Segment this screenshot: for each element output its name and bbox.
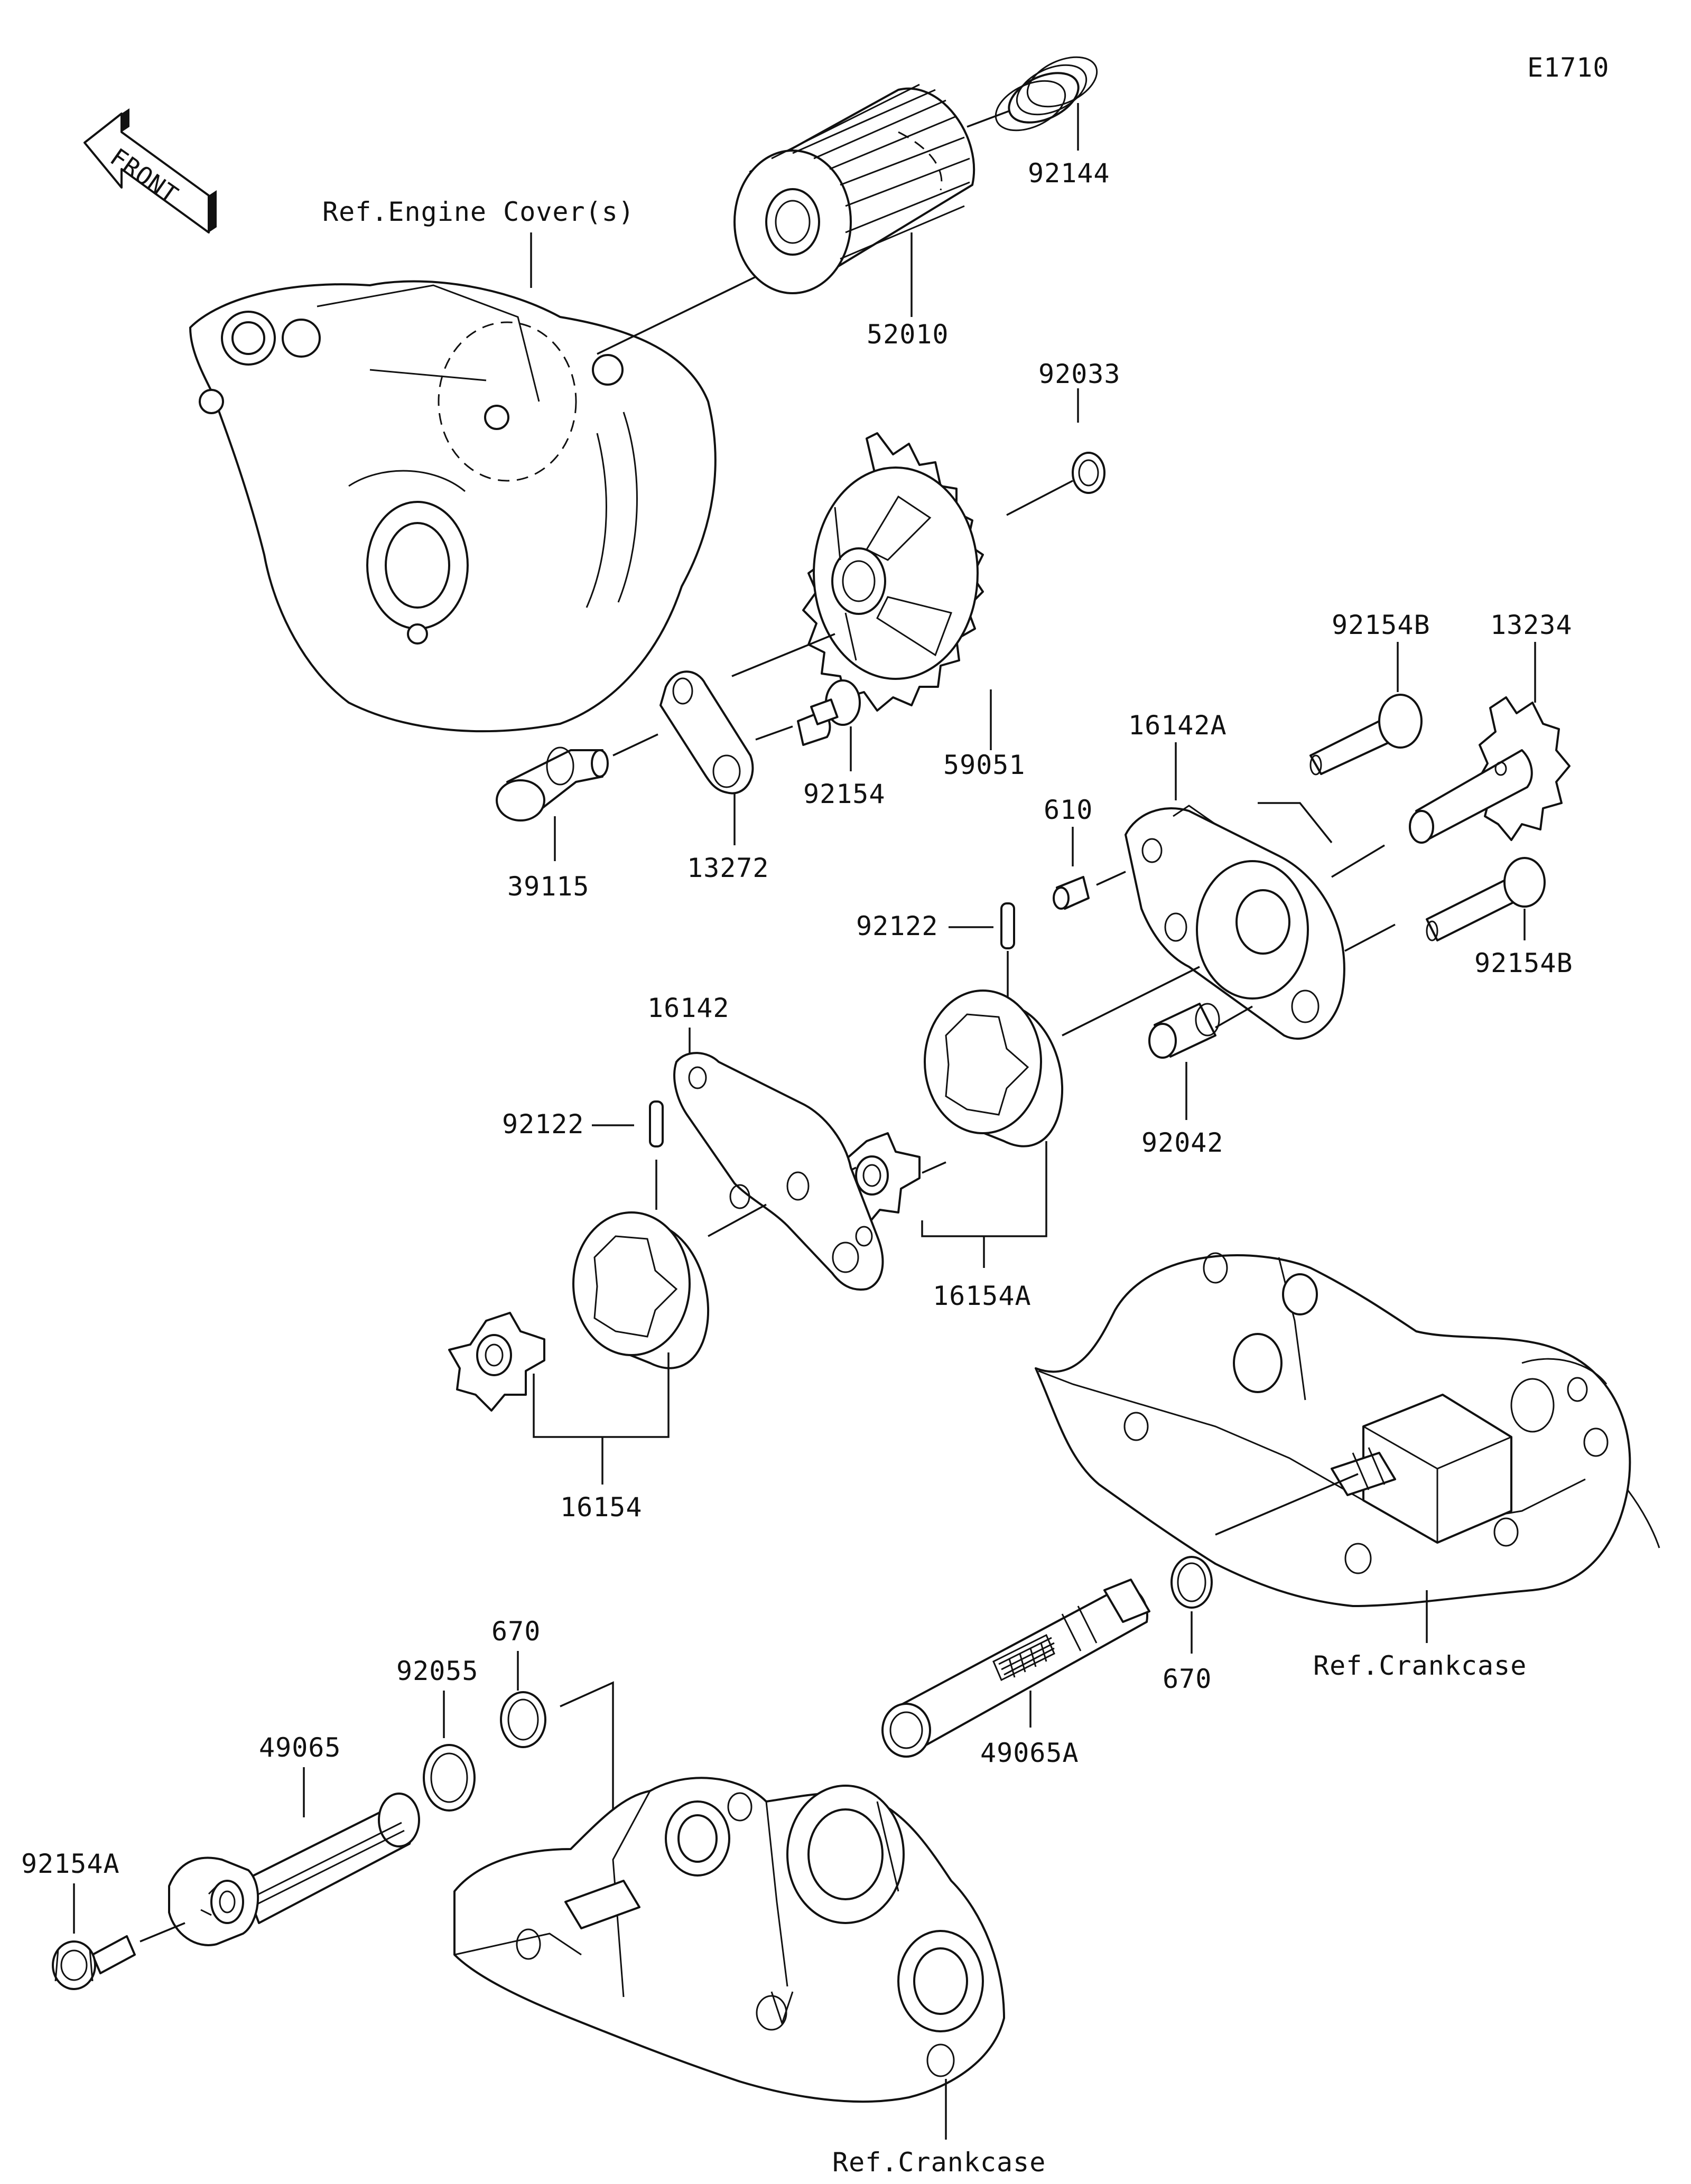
- spring-drawing: [995, 56, 1098, 132]
- front-arrow-icon: FRONT: [83, 108, 217, 234]
- part-92055: 92055: [396, 1656, 479, 1686]
- o-ring-670-right-drawing: [1170, 1556, 1213, 1609]
- part-13234: 13234: [1490, 610, 1573, 640]
- part-16154: 16154: [560, 1492, 643, 1523]
- part-92042: 92042: [1141, 1127, 1224, 1158]
- part-92144: 92144: [1028, 158, 1110, 189]
- part-39115: 39115: [507, 871, 590, 902]
- part-59051: 59051: [943, 750, 1026, 780]
- plate-16142-drawing: [673, 1052, 884, 1291]
- ref-engine-cover-label: Ref.Engine Cover(s): [322, 197, 635, 227]
- pump-cover-16142A-drawing: [1125, 805, 1345, 1040]
- diagram-code: E1710: [1527, 52, 1610, 83]
- bolt-92154B-top-drawing: [1309, 694, 1423, 776]
- part-52010: 52010: [867, 319, 949, 350]
- dowel-pin-top-drawing: [1000, 902, 1015, 949]
- part-92122-top: 92122: [856, 911, 939, 941]
- circlip-drawing: [1072, 452, 1105, 494]
- part-16154A: 16154A: [933, 1281, 1032, 1311]
- part-92154B-bottom: 92154B: [1474, 948, 1573, 978]
- part-92122-left: 92122: [502, 1109, 584, 1140]
- oil-strainer-49065A-drawing: [881, 1579, 1150, 1758]
- o-ring-670-top-drawing: [500, 1691, 546, 1748]
- outer-rotor-16154-drawing: [572, 1211, 710, 1369]
- ref-crankcase-bottom-label: Ref.Crankcase: [832, 2147, 1046, 2178]
- part-92154: 92154: [803, 779, 886, 809]
- o-ring-92055-drawing: [423, 1744, 476, 1812]
- bolt-92154-drawing: [797, 679, 861, 746]
- shaft-39115-drawing: [496, 746, 609, 822]
- inner-rotor-16154-drawing: [448, 1312, 545, 1412]
- part-92033: 92033: [1038, 359, 1121, 389]
- oil-strainer-49065-drawing: [168, 1793, 420, 1946]
- ref-crankcase-right-label: Ref.Crankcase: [1313, 1650, 1527, 1681]
- part-16142A: 16142A: [1128, 710, 1227, 741]
- part-13272: 13272: [687, 853, 769, 883]
- plate-13272-drawing: [659, 670, 754, 795]
- part-610: 610: [1044, 795, 1093, 825]
- outer-rotor-16154A-drawing: [924, 990, 1064, 1147]
- part-16142: 16142: [647, 993, 730, 1023]
- sprocket-gear-drawing: [802, 432, 984, 712]
- part-670-top: 670: [491, 1616, 541, 1647]
- flange-bolt-92154A-drawing: [52, 1935, 136, 1990]
- crankcase-right-drawing: [1035, 1252, 1660, 1607]
- engine-cover-drawing: [189, 258, 793, 733]
- oil-filter-drawing: [733, 83, 975, 294]
- part-49065: 49065: [259, 1732, 341, 1763]
- pin-610-drawing: [1053, 876, 1090, 910]
- crankcase-bottom-drawing: [453, 1777, 1005, 2103]
- bolt-92154B-bottom-drawing: [1426, 857, 1546, 941]
- dowel-92042-drawing: [1148, 1003, 1220, 1059]
- part-49065A: 49065A: [980, 1738, 1079, 1768]
- dowel-pin-left-drawing: [649, 1100, 664, 1147]
- part-92154B-top: 92154B: [1332, 610, 1430, 640]
- part-670-right: 670: [1163, 1664, 1212, 1694]
- part-92154A: 92154A: [21, 1849, 120, 1879]
- gear-shaft-13234-drawing: [1409, 696, 1571, 844]
